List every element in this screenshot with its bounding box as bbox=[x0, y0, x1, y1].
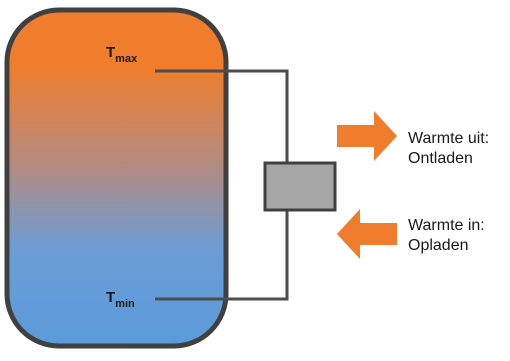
arrow-right-icon bbox=[337, 111, 397, 161]
arrow-left-icon bbox=[337, 209, 397, 259]
heat-out-title: Warmte uit: bbox=[408, 130, 490, 147]
heat-out-label: Warmte uit: Ontladen bbox=[408, 129, 489, 169]
t-max-base: T bbox=[106, 44, 115, 61]
t-max-subscript: max bbox=[115, 53, 138, 65]
heat-out-subtitle: Ontladen bbox=[408, 150, 473, 167]
t-max-label: Tmax bbox=[106, 44, 138, 65]
pipe-cold-line bbox=[155, 208, 289, 301]
heat-in-title: Warmte in: bbox=[408, 217, 485, 234]
t-min-subscript: min bbox=[115, 298, 135, 310]
heat-in-label: Warmte in: Opladen bbox=[408, 216, 485, 256]
heat-exchanger bbox=[263, 161, 337, 212]
storage-tank bbox=[4, 7, 229, 349]
heat-in-subtitle: Opladen bbox=[408, 237, 469, 254]
t-min-base: T bbox=[106, 289, 115, 306]
t-min-label: Tmin bbox=[106, 289, 135, 310]
pipe-hot-line bbox=[155, 69, 289, 165]
